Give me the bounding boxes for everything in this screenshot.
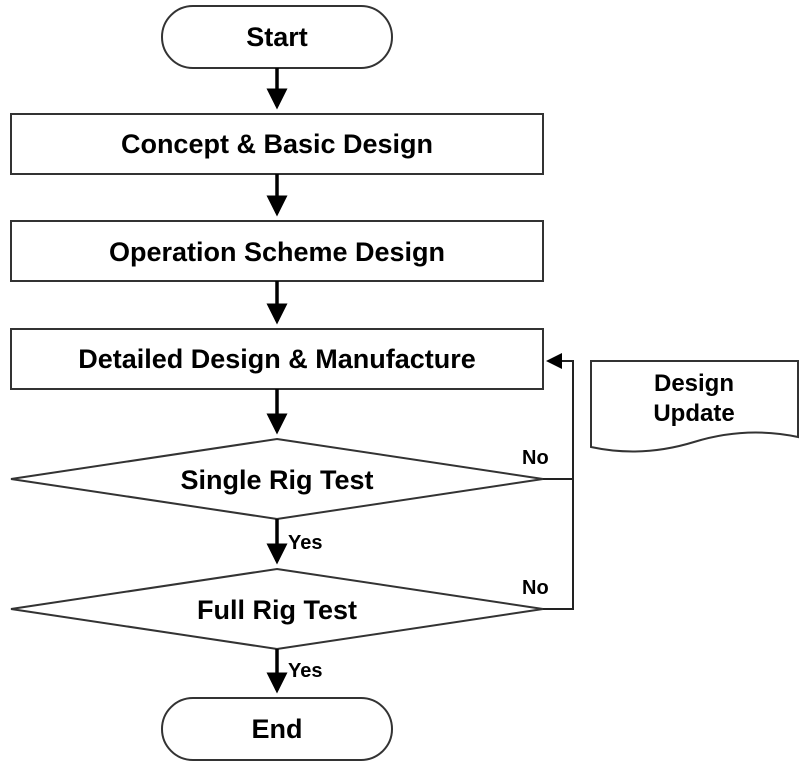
full-yes-label: Yes: [288, 660, 322, 682]
end-node: End: [161, 697, 393, 761]
design-update-note: Design Update: [590, 360, 799, 453]
detailed-design-node: Detailed Design & Manufacture: [10, 328, 544, 390]
single-rig-test-node: Single Rig Test: [10, 437, 544, 521]
single-no-label: No: [522, 447, 549, 469]
design-update-line1: Design: [654, 370, 734, 397]
single-rig-test-label: Single Rig Test: [180, 465, 373, 495]
single-yes-label: Yes: [288, 532, 322, 554]
full-rig-test-label: Full Rig Test: [197, 595, 357, 625]
operation-scheme-node: Operation Scheme Design: [10, 220, 544, 282]
start-label: Start: [246, 22, 308, 52]
concept-design-node: Concept & Basic Design: [10, 113, 544, 175]
detailed-design-label: Detailed Design & Manufacture: [78, 344, 476, 374]
operation-scheme-label: Operation Scheme Design: [109, 237, 445, 267]
end-label: End: [252, 714, 303, 744]
feedback-loop-line: [543, 353, 574, 610]
full-no-label: No: [522, 577, 549, 599]
design-update-line2: Update: [653, 400, 734, 427]
full-rig-test-node: Full Rig Test: [10, 567, 544, 651]
start-node: Start: [161, 5, 393, 69]
concept-design-label: Concept & Basic Design: [121, 129, 433, 159]
